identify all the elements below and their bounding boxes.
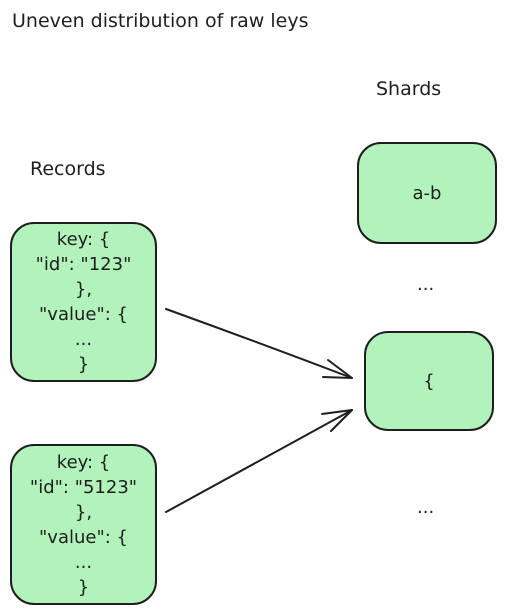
diagram-title: Uneven distribution of raw leys (12, 10, 309, 32)
records-heading: Records (30, 158, 106, 180)
record-box-2: key: { "id": "5123" }, "value": { ... } (10, 444, 157, 605)
shard-ellipsis-1: ... (417, 274, 435, 295)
shard-label: { (423, 370, 435, 392)
record-line: ... (74, 551, 93, 573)
shard-ellipsis-2: ... (417, 497, 435, 518)
shard-label: a-b (412, 182, 442, 204)
record-line: key: { (56, 229, 111, 250)
arrow-record2-to-shard (165, 409, 353, 513)
record-line: "value": { (39, 526, 128, 548)
record-line: "id": "5123" (29, 476, 138, 498)
record-line: }, (74, 501, 93, 523)
record-line: key: { (56, 451, 111, 473)
record-line: } (77, 576, 90, 598)
record-box-1: key: { "id": "123" }, "value": { ... } (10, 222, 157, 382)
record-line: "id": "123" (35, 254, 132, 275)
arrow-record1-to-shard (165, 308, 353, 379)
record-line: } (77, 354, 90, 375)
shard-box-brace: { (364, 331, 494, 431)
shards-heading: Shards (376, 78, 442, 100)
record-line: }, (74, 279, 93, 300)
record-line: "value": { (39, 304, 128, 325)
shard-box-a-b: a-b (357, 142, 497, 244)
record-line: ... (74, 329, 93, 350)
